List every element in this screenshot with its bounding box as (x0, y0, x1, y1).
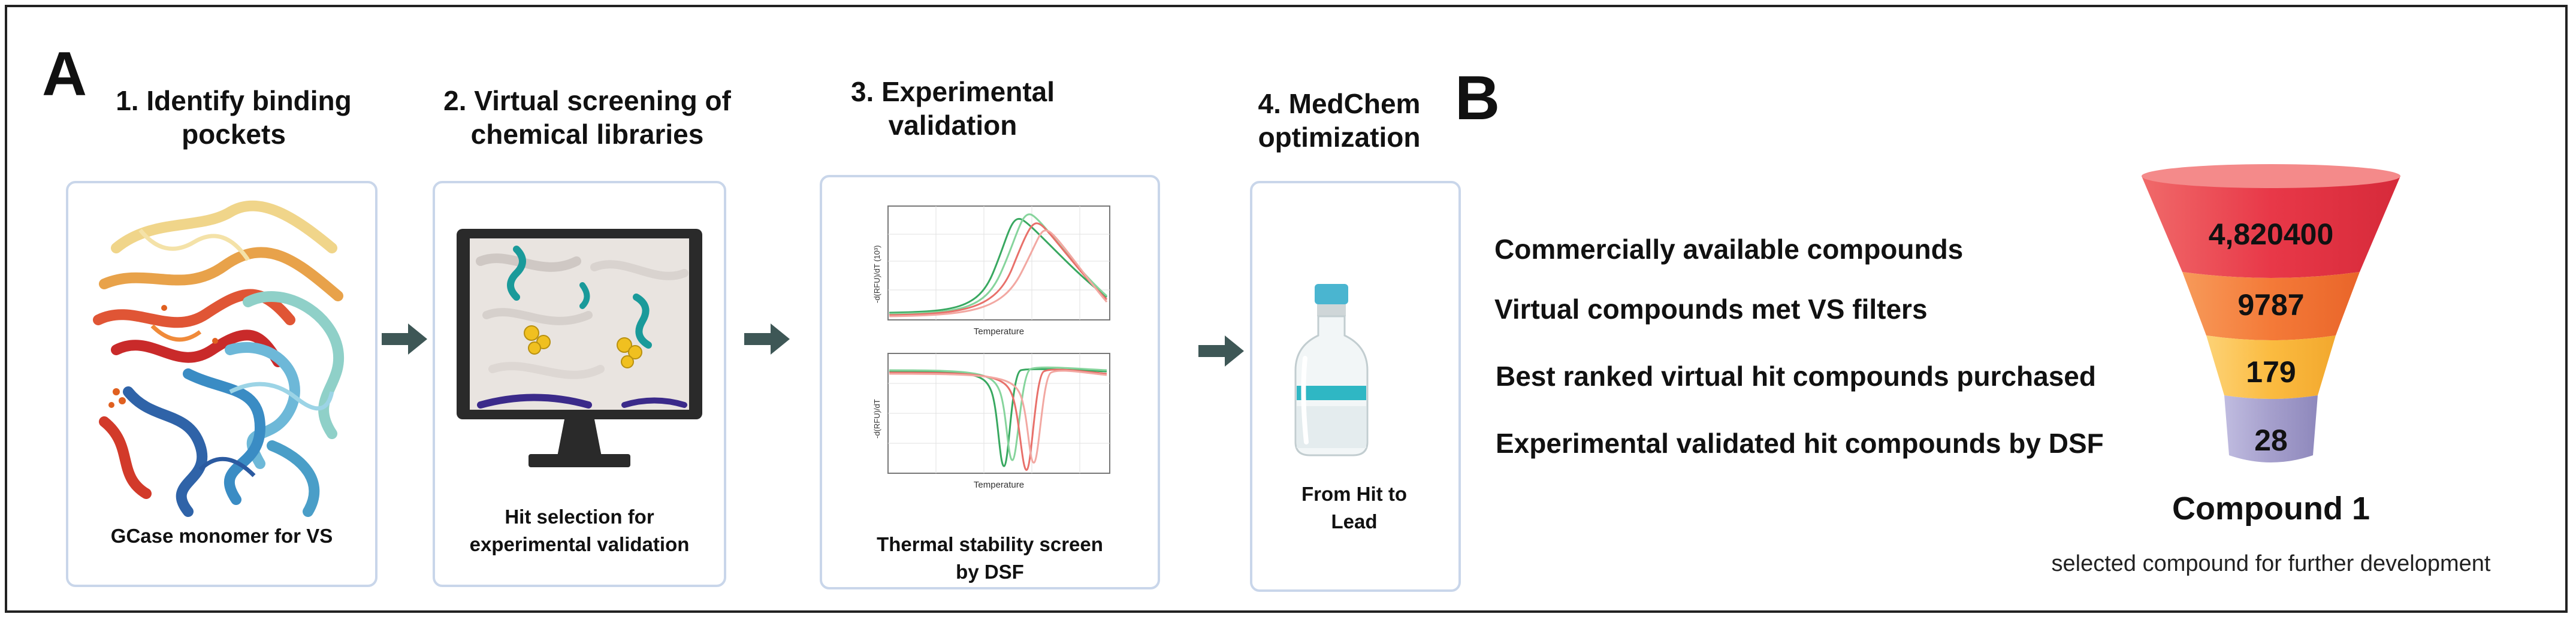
plot-top-xlabel: Temperature (974, 326, 1024, 337)
step-2-card: Hit selection for experimental validatio… (433, 181, 726, 587)
funnel-label-4: Experimental validated hit compounds by … (1496, 428, 2104, 459)
funnel-value-2: 9787 (2237, 288, 2305, 322)
dsf-melt-curve-plot: -d(RFU)/dT (10³) Temperature (872, 205, 1110, 337)
computer-monitor-image (457, 229, 702, 467)
plot-bottom-xlabel: Temperature (974, 480, 1024, 490)
funnel-value-4: 28 (2254, 424, 2288, 457)
compound-subtitle: selected compound for further developmen… (2051, 551, 2491, 576)
dsf-derivative-plot: -d(RFU)/dT Temperature (872, 353, 1110, 490)
arrow-3-icon (1198, 335, 1244, 367)
compound-funnel (2142, 164, 2400, 462)
step-1-card: GCase monomer for VS (66, 181, 378, 587)
funnel-tier-4 (2224, 395, 2318, 462)
step-4-card: From Hit to Lead (1250, 181, 1461, 592)
plot-top-ylabel: -d(RFU)/dT (10³) (872, 245, 881, 303)
funnel-label-1: Commercially available compounds (1494, 234, 1964, 265)
funnel-value-1: 4,820400 (2208, 217, 2334, 251)
funnel-tier-1 (2142, 167, 2400, 278)
step-4-title: 4. MedChem optimization (1258, 88, 1421, 153)
step-4-caption: From Hit to Lead (1301, 483, 1407, 533)
plot-bottom-ylabel: -d(RFU)/dT (872, 399, 881, 438)
arrow-2-icon (744, 323, 790, 355)
funnel-tier-2 (2182, 272, 2360, 340)
step-1-caption: GCase monomer for VS (110, 525, 333, 547)
step-2-title: 2. Virtual screening of chemical librari… (443, 85, 731, 150)
funnel-label-2: Virtual compounds met VS filters (1494, 294, 1928, 325)
protein-structure-image (93, 200, 345, 517)
funnel-tier-3 (2206, 335, 2336, 399)
step-1-title: 1. Identify binding pockets (116, 85, 352, 150)
step-2-caption: Hit selection for experimental validatio… (469, 506, 690, 555)
funnel-label-3: Best ranked virtual hit compounds purcha… (1496, 361, 2096, 392)
arrow-1-icon (382, 323, 427, 355)
figure-frame (5, 5, 2568, 613)
funnel-value-3: 179 (2246, 355, 2296, 389)
step-3-caption: Thermal stability screen by DSF (877, 533, 1103, 583)
panel-b-letter: B (1455, 63, 1500, 133)
panel-a-letter: A (42, 40, 87, 109)
compound-title: Compound 1 (2172, 491, 2370, 527)
step-3-card: -d(RFU)/dT (10³) Temperature -d(RFU)/dT … (820, 175, 1160, 589)
vial-image (1294, 284, 1369, 456)
step-3-title: 3. Experimental validation (850, 76, 1055, 141)
